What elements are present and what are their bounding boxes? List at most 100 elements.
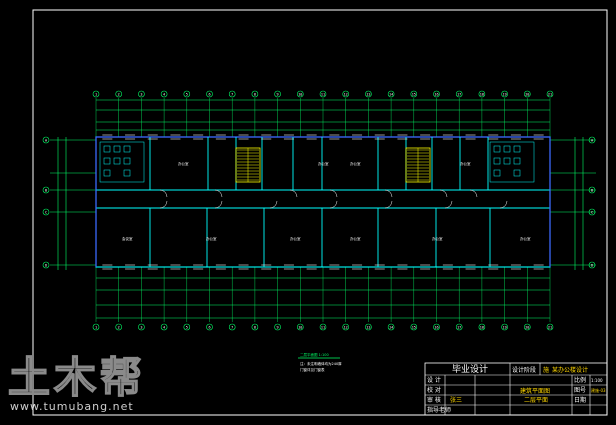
svg-text:6: 6 [208,93,210,97]
svg-text:2: 2 [118,326,120,330]
axis-bubble-bottom: 16 [433,323,440,331]
drawing-name-line1: 建筑平面图 [520,387,550,395]
axis-bubble-top: 19 [501,90,508,98]
svg-text:19: 19 [502,93,506,97]
sheet-label: 图号 [574,387,586,394]
axis-bubble-top: 5 [183,90,191,98]
axis-bubble-bottom: 2 [115,323,122,331]
svg-text:12: 12 [344,326,348,330]
axis-bubble-side: A [42,136,50,144]
room-label: 办公室 [178,161,189,166]
svg-text:B: B [45,189,47,193]
svg-text:20: 20 [525,326,529,330]
svg-text:16: 16 [434,93,438,97]
svg-text:8: 8 [254,93,256,97]
drawing-frame [32,9,608,416]
project-name: 某办公楼设计 [552,366,588,374]
svg-text:B: B [591,189,593,193]
tumubang-logo: 土木帮 [7,352,146,400]
axis-bubble-side: D [588,261,596,269]
svg-text:5: 5 [186,93,188,97]
building-walls-blue [95,136,551,267]
scale-note: 二层平面图 1:100 注：未注明墙体均为240厚 门窗详见门窗表 [298,352,342,372]
axis-bubble-top: 11 [319,90,327,98]
door-swings [159,189,508,209]
axis-bubble-top: 13 [365,90,372,98]
axis-bubble-top: 12 [342,90,350,98]
axis-grid [95,98,551,322]
svg-text:18: 18 [480,93,484,97]
watermark-url: www.tumubang.net [10,400,134,413]
axis-bubble-bottom: 7 [228,323,236,331]
logo-text: 土木帮 [8,353,146,400]
axis-bubble-top: 9 [274,90,281,98]
room-label: 办公室 [350,161,361,166]
toilet-right [489,141,535,183]
axis-bubble-bottom: 20 [523,323,531,331]
axis-bubble-bottom: 15 [410,323,418,331]
axis-bubble-top: 17 [455,90,463,98]
axis-bubble-bottom: 9 [274,323,281,331]
svg-text:15: 15 [412,93,416,97]
axis-bubble-top: 18 [478,90,486,98]
svg-text:6: 6 [208,326,210,330]
scale-note-line1: 二层平面图 1:100 [300,352,329,357]
svg-text:21: 21 [548,326,552,330]
axis-bubble-top: 21 [546,90,554,98]
axis-bubble-side: C [588,208,596,216]
svg-text:13: 13 [366,326,370,330]
axis-bubble-bottom: 4 [160,323,168,331]
svg-text:A: A [45,139,48,143]
side-dimensions [50,137,596,270]
svg-text:10: 10 [298,93,302,97]
svg-text:21: 21 [548,93,552,97]
svg-text:11: 11 [321,326,325,330]
axis-bubble-bottom: 1 [92,323,100,331]
svg-text:2: 2 [118,93,120,97]
signature: 张三 [450,396,462,404]
room-label: 办公室 [290,236,301,241]
axis-bubble-bottom: 21 [546,323,554,331]
room-label: 办公室 [318,161,329,166]
date-label: 日期 [574,396,586,404]
axis-bubble-top: 3 [138,90,145,98]
axis-bubble-bottom: 17 [455,323,463,331]
svg-text:D: D [591,264,593,268]
svg-text:4: 4 [163,326,165,330]
axis-bubble-side: B [42,186,50,194]
svg-text:17: 17 [457,93,461,97]
window-marks [102,134,544,270]
axis-bubble-bottom: 18 [478,323,486,331]
stair-right [405,147,431,183]
svg-text:5: 5 [186,326,188,330]
axis-bubble-top: 6 [206,90,213,98]
room-labels: 办公室办公室办公室办公室会议室办公室办公室办公室办公室办公室 [122,161,531,241]
axis-bubble-side: C [42,208,50,216]
title-block: 毕业设计 设计阶段 施 某办公楼设计 设 计 校 对 审 核 指导老师 张三 建… [424,362,608,416]
axis-bubble-bottom: 12 [342,323,350,331]
building-walls [95,136,551,268]
axis-bubble-side: B [588,186,596,194]
svg-text:7: 7 [231,93,233,97]
svg-text:9: 9 [277,93,279,97]
svg-text:9: 9 [277,326,279,330]
svg-text:1: 1 [95,326,97,330]
svg-text:D: D [45,264,47,268]
svg-text:14: 14 [389,326,393,330]
axis-bubble-top: 1 [92,90,100,98]
axis-bubble-bottom: 10 [296,323,304,331]
axis-bubble-top: 4 [160,90,168,98]
axis-bubble-bottom: 8 [251,323,259,331]
svg-text:8: 8 [254,326,256,330]
axis-bubble-side: A [588,136,596,144]
axis-bubbles-side: A A B B C C D D [42,136,596,269]
axis-bubble-top: 8 [251,90,259,98]
room-partitions [149,137,491,267]
svg-text:20: 20 [525,93,529,97]
scale-note-line3: 门窗详见门窗表 [300,367,325,372]
axis-bubble-top: 15 [410,90,418,98]
axis-bubble-top: 14 [387,90,395,98]
axis-bubble-side: D [42,261,50,269]
